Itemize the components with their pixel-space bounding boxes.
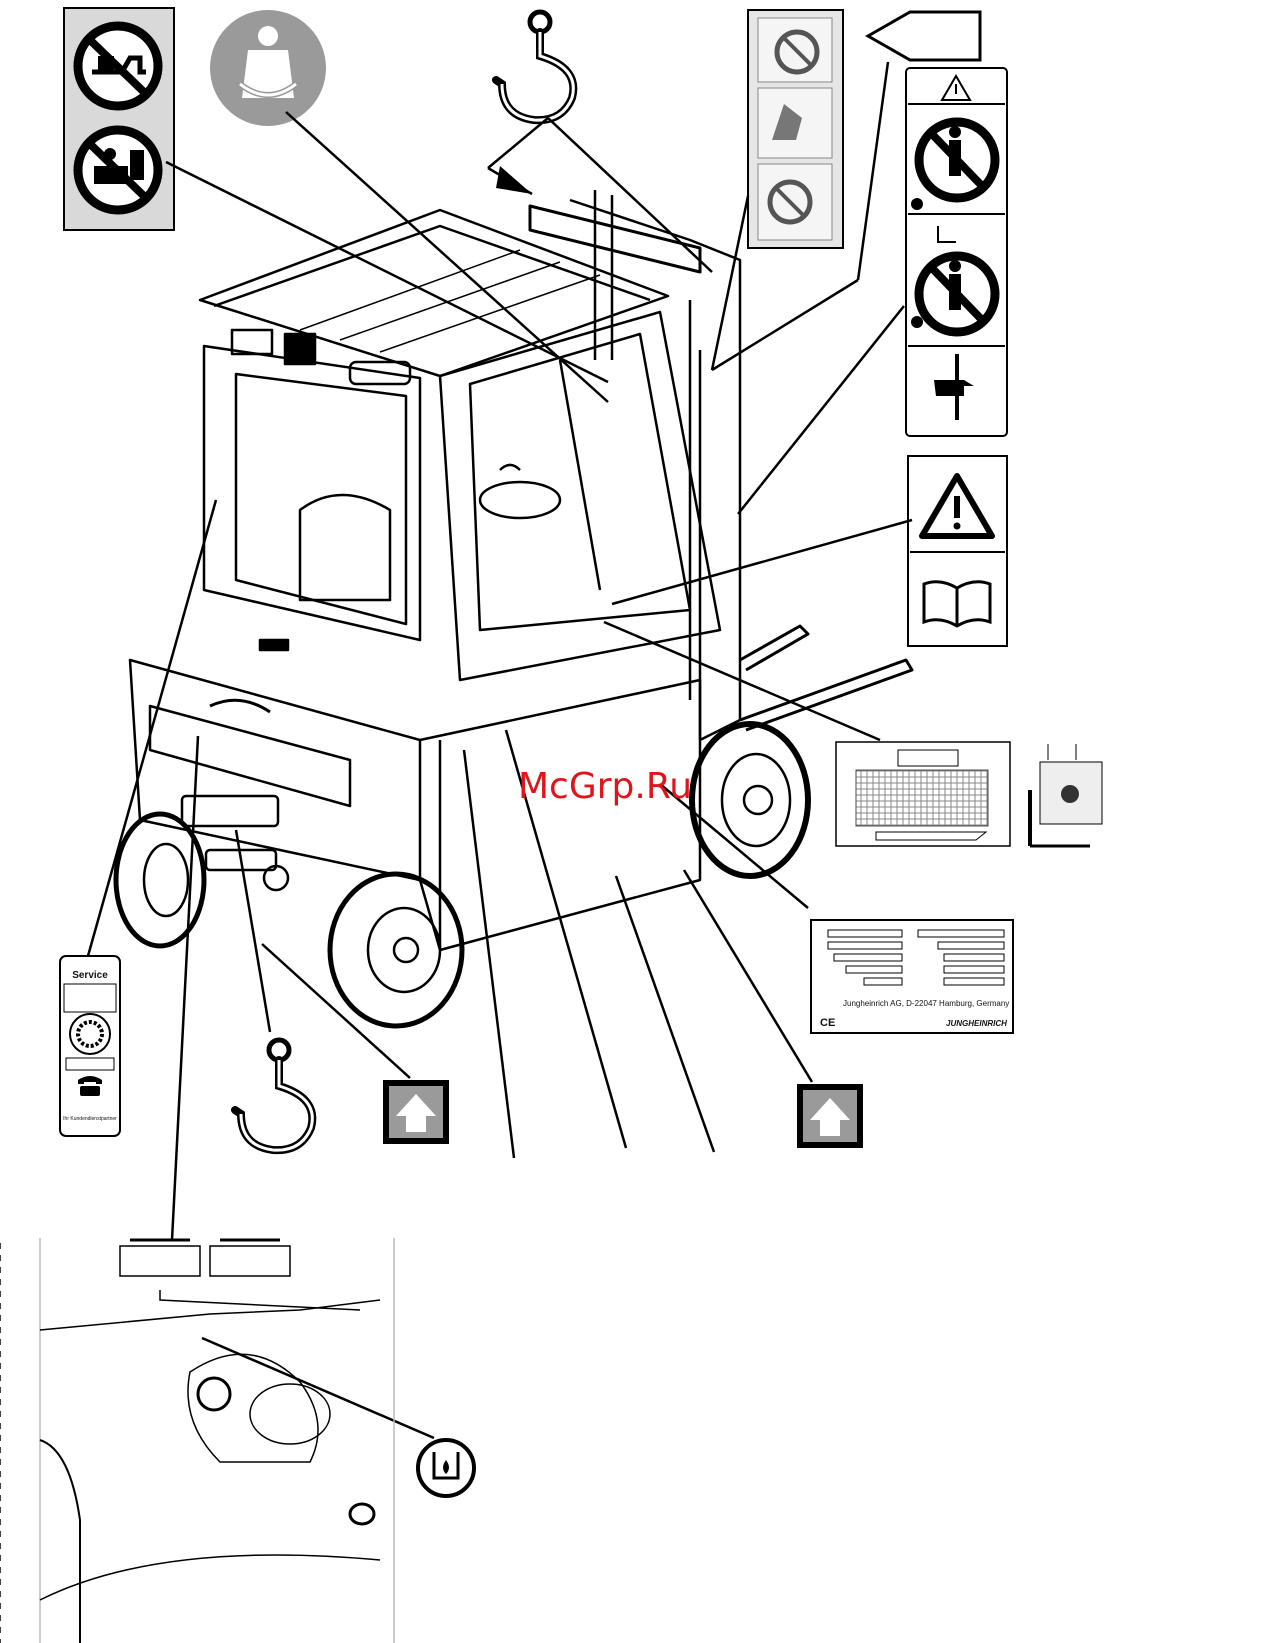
jack-point-icon bbox=[1030, 744, 1102, 846]
hydraulic-oil-icon bbox=[418, 1440, 474, 1496]
service-contact-label: Ihr Kundendienstpartner bbox=[63, 1116, 117, 1122]
read-manual-panel bbox=[908, 456, 1007, 646]
forklift-illustration bbox=[116, 190, 912, 1026]
tag-pointer-icon bbox=[868, 12, 980, 60]
oil-filler-inset bbox=[0, 1238, 394, 1643]
lift-point-arrow-icon bbox=[383, 1080, 449, 1144]
leader-lines bbox=[88, 62, 912, 1438]
arrow-head-icon bbox=[496, 166, 532, 194]
crane-hook-icon bbox=[235, 1040, 312, 1150]
brand-logo: JUNGHEINRICH bbox=[946, 1019, 1007, 1028]
service-label: Service bbox=[72, 970, 108, 981]
no-passenger-icon bbox=[78, 130, 158, 210]
load-warning-panel bbox=[906, 68, 1007, 436]
watermark-text: McGrp.Ru bbox=[518, 766, 692, 807]
nameplate: Jungheinrich AG, D-22047 Hamburg, German… bbox=[811, 920, 1013, 1033]
front-wheel bbox=[692, 724, 808, 876]
load-chart-icon bbox=[836, 742, 1010, 846]
no-riding-on-forks-icon bbox=[78, 26, 158, 106]
mast-warning-strip bbox=[748, 10, 843, 248]
wear-seatbelt-icon bbox=[210, 10, 326, 126]
prohibition-decal-panel bbox=[64, 8, 174, 230]
crane-hook-icon bbox=[496, 12, 573, 120]
manufacturer-address: Jungheinrich AG, D-22047 Hamburg, German… bbox=[843, 999, 1009, 1008]
ce-mark: CE bbox=[820, 1017, 835, 1029]
lift-point-arrow-icon-2 bbox=[797, 1084, 863, 1148]
service-decal: Service Ihr Kundendienstpartner bbox=[60, 956, 120, 1136]
